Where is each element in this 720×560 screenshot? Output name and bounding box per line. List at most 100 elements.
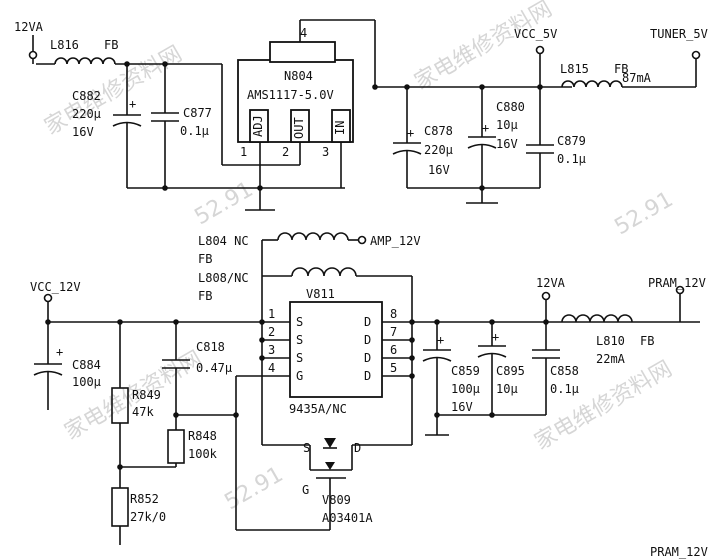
label-pram: PRAM_12V bbox=[648, 276, 706, 290]
label-l815-type: FB bbox=[614, 62, 628, 76]
watermark-text: 52.91 bbox=[221, 462, 288, 515]
pin-name-s: S bbox=[296, 351, 303, 365]
label-amp: AMP_12V bbox=[370, 234, 421, 248]
pin-out: OUT bbox=[292, 117, 306, 139]
label-c878-v: 16V bbox=[428, 163, 450, 177]
label-c859-val: 100μ bbox=[451, 382, 480, 396]
pin-2: 2 bbox=[282, 145, 289, 159]
inductor-l808 bbox=[291, 267, 357, 277]
terminal-vcc12 bbox=[43, 293, 53, 303]
diode-icon bbox=[324, 438, 336, 448]
label-c858-val: 0.1μ bbox=[550, 382, 579, 396]
label-l808: L808/NC bbox=[198, 271, 249, 285]
label-c877-val: 0.1μ bbox=[180, 124, 209, 138]
label-r849-val: 47k bbox=[132, 405, 154, 419]
label-vcc5: VCC_5V bbox=[514, 27, 557, 41]
inductor-l816 bbox=[54, 57, 116, 65]
terminal-tuner bbox=[691, 50, 701, 60]
label-c877: C877 bbox=[183, 106, 212, 120]
label-n804-tab: 4 bbox=[300, 26, 307, 40]
label-c878-val: 220μ bbox=[424, 143, 453, 157]
label-r849: R849 bbox=[132, 388, 161, 402]
label-r852-val: 27k/0 bbox=[130, 510, 166, 524]
resistor-r848 bbox=[167, 429, 185, 464]
label-l804: L804 NC bbox=[198, 234, 249, 248]
pin-1: 1 bbox=[268, 307, 275, 321]
label-tuner: TUNER_5V bbox=[650, 27, 708, 41]
terminal-vcc5 bbox=[535, 45, 545, 55]
label-l816-type: FB bbox=[104, 38, 118, 52]
label-n804: N804 bbox=[284, 69, 313, 83]
label-c880: C880 bbox=[496, 100, 525, 114]
pin-name-s: S bbox=[296, 333, 303, 347]
label-l810: L810 bbox=[596, 334, 625, 348]
pin-adj: ADJ bbox=[251, 115, 265, 137]
label-v809-part: A03401A bbox=[322, 511, 373, 525]
resistor-r852 bbox=[111, 487, 129, 527]
label-l804-type: FB bbox=[198, 252, 212, 266]
label-v809-s: S bbox=[303, 441, 310, 455]
bottom-switch-section: AMP_12V L804 NC FB L808/NC FB VCC_12V + … bbox=[30, 232, 708, 559]
label-r848-val: 100k bbox=[188, 447, 218, 461]
label-v809-d: D bbox=[354, 441, 361, 455]
label-c818-val: 0.47μ bbox=[196, 361, 232, 375]
polarity-plus: + bbox=[129, 97, 136, 111]
inductor-l810 bbox=[561, 314, 633, 323]
label-c879: C879 bbox=[557, 134, 586, 148]
watermark-text: 52.91 bbox=[191, 177, 258, 230]
label-l816: L816 bbox=[50, 38, 79, 52]
regulator-tab bbox=[269, 41, 336, 63]
label-l815-cur: 87mA bbox=[622, 71, 652, 85]
label-l810-type: FB bbox=[640, 334, 654, 348]
inductor-l815 bbox=[561, 80, 623, 88]
polarity-plus: + bbox=[492, 330, 499, 344]
polarity-plus: + bbox=[482, 121, 489, 135]
pin-5: 5 bbox=[390, 361, 397, 375]
pin-3: 3 bbox=[268, 343, 275, 357]
polarity-plus: + bbox=[437, 333, 444, 347]
label-v811: V811 bbox=[306, 287, 335, 301]
label-v811-part: 9435A/NC bbox=[289, 402, 347, 416]
pin-name-g: G bbox=[296, 369, 303, 383]
pin-name-s: S bbox=[296, 315, 303, 329]
label-r852: R852 bbox=[130, 492, 159, 506]
pin-7: 7 bbox=[390, 325, 397, 339]
label-rail-12va: 12VA bbox=[536, 276, 566, 290]
pin-in: IN bbox=[333, 121, 347, 135]
label-v809-g: G bbox=[302, 483, 309, 497]
label-l810-cur: 22mA bbox=[596, 352, 626, 366]
pin-name-d: D bbox=[364, 315, 371, 329]
polarity-plus: + bbox=[407, 126, 414, 140]
label-c882-val: 220μ bbox=[72, 107, 101, 121]
pin-3: 3 bbox=[322, 145, 329, 159]
label-c879-val: 0.1μ bbox=[557, 152, 586, 166]
label-c880-v: 16V bbox=[496, 137, 518, 151]
label-vcc12: VCC_12V bbox=[30, 280, 81, 294]
watermark: 家电维修资料网 家电维修资料网 家电维修资料网 家电维修资料网 52.91 52… bbox=[41, 0, 678, 515]
label-c859: C859 bbox=[451, 364, 480, 378]
pin-1: 1 bbox=[240, 145, 247, 159]
polarity-plus: + bbox=[56, 345, 63, 359]
label-c882-v: 16V bbox=[72, 125, 94, 139]
label-l808-type: FB bbox=[198, 289, 212, 303]
pin-name-d: D bbox=[364, 333, 371, 347]
top-regulator-section: 12VA L816 FB + C882 220μ 16V C877 0.1μ bbox=[14, 19, 708, 211]
label-l815: L815 bbox=[560, 62, 589, 76]
terminal-pram bbox=[675, 285, 685, 295]
pin-2: 2 bbox=[268, 325, 275, 339]
label-r848: R848 bbox=[188, 429, 217, 443]
pin-name-d: D bbox=[364, 351, 371, 365]
label-c884-val: 100μ bbox=[72, 375, 101, 389]
watermark-text: 52.91 bbox=[611, 187, 678, 240]
label-n804-part: AMS1117-5.0V bbox=[247, 88, 334, 102]
pin-4: 4 bbox=[268, 361, 275, 375]
label-c882: C882 bbox=[72, 89, 101, 103]
label-c818: C818 bbox=[196, 340, 225, 354]
label-c895-val: 10μ bbox=[496, 382, 518, 396]
inductor-l804 bbox=[277, 232, 349, 241]
label-v809: V809 bbox=[322, 493, 351, 507]
terminal-amp bbox=[357, 235, 367, 245]
label-12va: 12VA bbox=[14, 20, 44, 34]
pin-name-d: D bbox=[364, 369, 371, 383]
